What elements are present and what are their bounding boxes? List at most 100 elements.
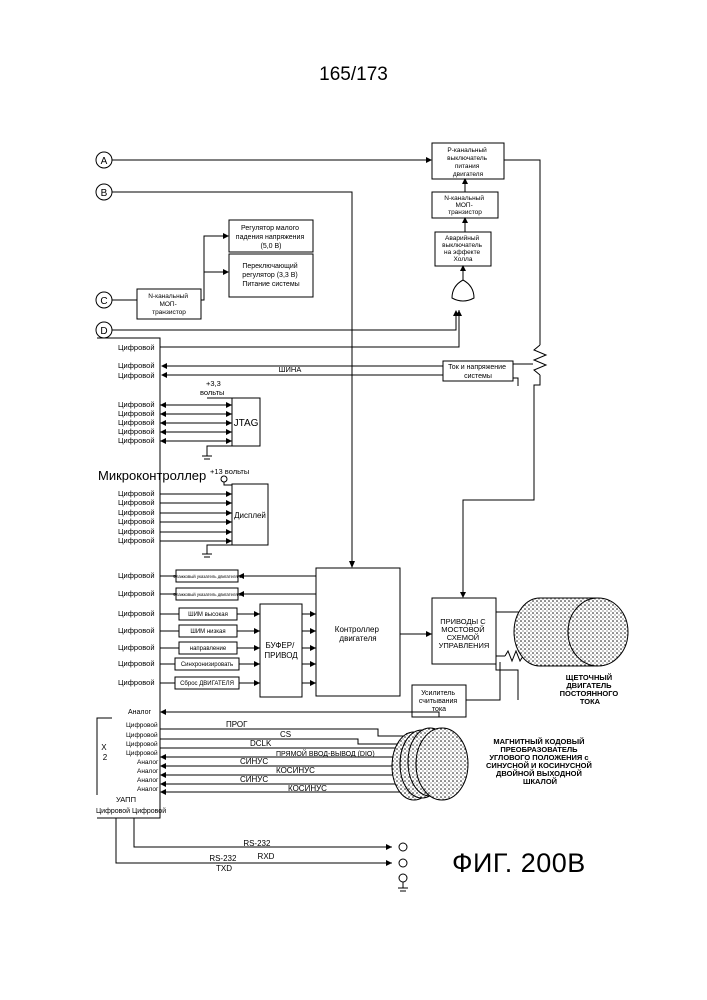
wire-cv-out bbox=[513, 378, 518, 386]
pwm-high-block: ШИМ высокая bbox=[179, 608, 237, 620]
connector-a: A bbox=[96, 152, 112, 168]
wire-sense bbox=[496, 656, 518, 700]
pin-digital-3: Цифровой bbox=[118, 371, 155, 380]
control-to-buffer-wires bbox=[237, 611, 260, 686]
wire-mosfet-to-regulators bbox=[201, 236, 224, 300]
pin-jtag-3: Цифровой bbox=[118, 418, 155, 427]
pin-jtag-1: Цифровой bbox=[118, 400, 155, 409]
signal-cs: CS bbox=[280, 730, 291, 739]
p-channel-switch-block: P-канальный выключатель питания двигател… bbox=[432, 143, 504, 179]
encoder-pins: Цифровой Цифровой Цифровой Цифровой Анал… bbox=[126, 721, 159, 793]
svg-text:Дисплей: Дисплей bbox=[234, 511, 266, 520]
adc-label: УАПП bbox=[116, 795, 136, 804]
flag-indicator-2-block: Флажковый указатель двигателя 2 bbox=[173, 588, 242, 600]
pin-pwm-low: Цифровой bbox=[118, 626, 155, 635]
connector-c-label: C bbox=[100, 296, 107, 307]
pin-jtag-2: Цифровой bbox=[118, 409, 155, 418]
arrow-sense-to-mcu bbox=[160, 709, 166, 715]
display-ground bbox=[202, 545, 232, 557]
adc-pins-label: Цифровой Цифровой bbox=[96, 807, 166, 815]
wire-sense-to-mcu bbox=[165, 712, 439, 717]
encoder-wires bbox=[160, 729, 412, 795]
x2-label: Х 2 bbox=[101, 743, 109, 762]
arrow-bus-1 bbox=[161, 363, 167, 369]
sync-block: Синхронизировать bbox=[175, 658, 239, 670]
pin-display-5: Цифровой bbox=[118, 527, 155, 536]
v33-label: +3,3 вольты bbox=[200, 379, 224, 397]
arrow-to-ldo bbox=[223, 233, 229, 239]
connector-d: D bbox=[96, 322, 112, 338]
pin-sync: Цифровой bbox=[118, 659, 155, 668]
pin-enc-4: Цифровой bbox=[126, 749, 158, 757]
connector-b-label: B bbox=[101, 188, 108, 199]
ground-symbol bbox=[398, 882, 408, 891]
arrow-to-switching-reg bbox=[223, 269, 229, 275]
control-pins: Цифровой Цифровой Цифровой Цифровой Цифр… bbox=[118, 609, 179, 687]
jtag-block: JTAG bbox=[232, 398, 260, 446]
motor-caption: ЩЕТОЧНЫЙ ДВИГАТЕЛЬ ПОСТОЯННОГО ТОКА bbox=[560, 673, 621, 706]
svg-text:направление: направление bbox=[190, 646, 227, 652]
wire-sense-amp-in bbox=[466, 662, 500, 700]
connector-d-label: D bbox=[100, 326, 107, 337]
jtag-ground bbox=[202, 446, 232, 459]
pwm-low-block: ШИМ низкая bbox=[179, 625, 237, 637]
txd-terminal bbox=[399, 859, 407, 867]
display-pins: Цифровой Цифровой Цифровой Цифровой Цифр… bbox=[118, 489, 232, 545]
pin-direction: Цифровой bbox=[118, 643, 155, 652]
pin-display-1: Цифровой bbox=[118, 489, 155, 498]
wire-v13 bbox=[224, 482, 232, 485]
pin-flag-2: Цифровой bbox=[118, 589, 155, 598]
h-bridge-driver-block: ПРИВОДЫ С МОСТОВОЙ СХЕМОЙ УПРАВЛЕНИЯ bbox=[432, 598, 496, 664]
v13-terminal bbox=[221, 476, 227, 482]
pin-jtag-5: Цифровой bbox=[118, 436, 155, 445]
svg-text:Переключающий регулятор: Переключающий регулятор (3,3 В) Питание … bbox=[242, 262, 299, 288]
pin-jtag-4: Цифровой bbox=[118, 427, 155, 436]
svg-text:Сброс ДВИГАТЕЛЯ: Сброс ДВИГАТЕЛЯ bbox=[180, 681, 234, 687]
wire-digital-1 bbox=[160, 310, 459, 347]
or-gate bbox=[452, 280, 474, 301]
pin-display-6: Цифровой bbox=[118, 536, 155, 545]
encoder-caption: МАГНИТНЫЙ КОДОВЫЙ ПРЕОБРАЗОВАТЕЛЬ УГЛОВО… bbox=[486, 737, 594, 786]
pin-enc-8: Аналог bbox=[137, 786, 159, 793]
flag-indicator-1-block: Флажковый указатель двигателя 1 bbox=[173, 570, 242, 582]
magnetic-encoder bbox=[392, 728, 468, 800]
signal-prog: ПРОГ bbox=[226, 720, 248, 729]
arrow-a bbox=[426, 157, 432, 163]
svg-text:Флажковый указатель двигателя: Флажковый указатель двигателя 2 bbox=[173, 592, 242, 597]
pin-display-4: Цифровой bbox=[118, 517, 155, 526]
pin-enc-5: Аналог bbox=[137, 759, 159, 766]
pin-digital-1: Цифровой bbox=[118, 343, 155, 352]
signal-sine-1: СИНУС bbox=[240, 757, 268, 766]
bus-label: ШИНА bbox=[279, 365, 302, 374]
arrow-txd bbox=[386, 860, 392, 866]
pin-enc-7: Аналог bbox=[137, 777, 159, 784]
wire-resistor-to-hbridge bbox=[463, 375, 540, 596]
svg-text:Контроллер двигателя: Контроллер двигателя bbox=[335, 625, 381, 643]
svg-text:JTAG: JTAG bbox=[234, 418, 259, 429]
v13-label: +13 вольты bbox=[210, 467, 249, 476]
buffer-driver-block: БУФЕР/ ПРИВОД bbox=[260, 604, 302, 697]
signal-dclk: DCLK bbox=[250, 739, 272, 748]
shunt-resistor bbox=[534, 345, 546, 375]
display-block: Дисплей bbox=[232, 484, 268, 545]
pin-enc-6: Аналог bbox=[137, 768, 159, 775]
connector-b: B bbox=[96, 184, 112, 200]
pin-digital-2: Цифровой bbox=[118, 361, 155, 370]
buffer-to-controller-wires bbox=[302, 611, 316, 686]
svg-text:БУФЕР/ ПРИВОД: БУФЕР/ ПРИВОД bbox=[264, 641, 298, 660]
pin-flag-1: Цифровой bbox=[118, 571, 155, 580]
pin-enc-1: Цифровой bbox=[126, 721, 158, 729]
svg-text:ШИМ высокая: ШИМ высокая bbox=[188, 612, 228, 618]
pin-display-3: Цифровой bbox=[118, 508, 155, 517]
dc-motor bbox=[514, 598, 628, 666]
signal-cosine-1: КОСИНУС bbox=[276, 766, 315, 775]
pin-enc-3: Цифровой bbox=[126, 740, 158, 748]
motor-controller-block: Контроллер двигателя bbox=[316, 568, 400, 696]
current-voltage-block: Ток и напряжение системы bbox=[443, 361, 513, 381]
pin-analog-sense: Аналог bbox=[128, 709, 151, 716]
jtag-pins: Цифровой Цифровой Цифровой Цифровой Цифр… bbox=[118, 400, 232, 445]
arrow-b bbox=[349, 561, 355, 568]
pin-display-2: Цифровой bbox=[118, 498, 155, 507]
n-channel-mosfet-left-block: N-канальный МОП- транзистор bbox=[137, 289, 201, 319]
